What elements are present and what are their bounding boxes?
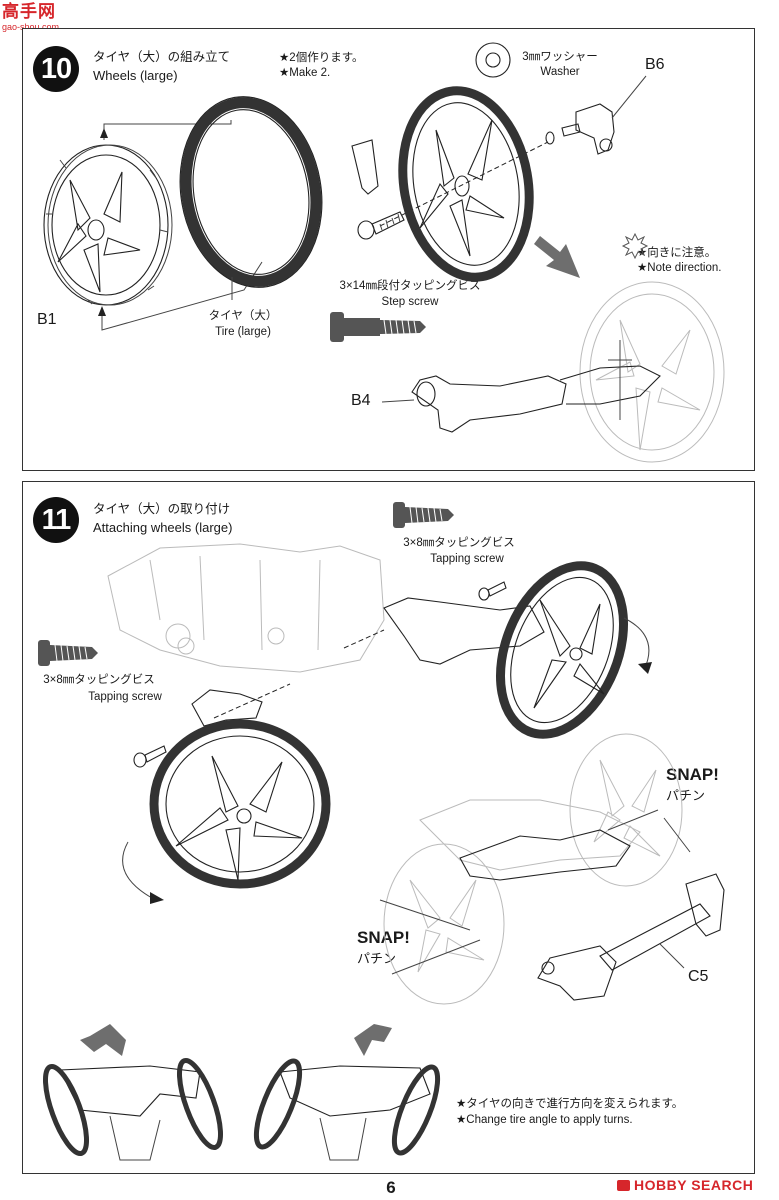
turn-note-jp: ★タイヤの向きで進行方向を変えられます。	[456, 1098, 684, 1110]
hobby-search-logo: HOBBY SEARCH	[617, 1176, 753, 1194]
part-label-c5: C5	[688, 968, 709, 985]
snap1-en: SNAP!	[666, 765, 719, 784]
step10-number-badge: 10	[33, 46, 79, 92]
hobby-search-icon	[617, 1179, 630, 1191]
tire-label-en: Tire (large)	[215, 326, 271, 338]
tire-label-jp: タイヤ（大）	[208, 310, 278, 322]
step10-title-jp: タイヤ（大）の組み立て	[93, 50, 231, 64]
part-label-b4: B4	[351, 392, 371, 409]
step10-note-en: ★Make 2.	[279, 67, 331, 79]
chassis-faded-drawing	[107, 543, 385, 673]
tapping-screw-top-en: Tapping screw	[430, 553, 504, 565]
part-b4-drawing	[411, 340, 661, 433]
tapping-screw-left-en: Tapping screw	[88, 691, 162, 703]
watermark-site-cn: 高手网	[2, 2, 56, 22]
turn-left-diagram	[42, 1024, 224, 1161]
step10-title-en: Wheels (large)	[93, 68, 178, 83]
direction-arrow	[534, 236, 580, 278]
assembly-faded-drawing	[383, 733, 683, 1005]
glue-tube-drawing	[351, 139, 379, 195]
watermark-logo: 高手网 gao-shou.com	[2, 2, 72, 36]
wheel-left-drawing	[149, 719, 331, 889]
caution-star	[621, 232, 649, 260]
part-c5-drawing	[537, 873, 725, 1001]
snap2-en: SNAP!	[357, 928, 410, 947]
watermark-site-url: gao-shou.com	[2, 22, 60, 32]
step10-illustration	[43, 42, 725, 463]
direction-note-en: ★Note direction.	[637, 262, 722, 274]
wheel-right-drawing	[495, 561, 629, 739]
turn-note-en: ★Change tire angle to apply turns.	[456, 1114, 633, 1126]
step11-title-en: Attaching wheels (large)	[93, 520, 233, 535]
hobby-search-brand: HOBBY SEARCH	[634, 1177, 754, 1193]
washer-label-jp: 3㎜ワッシャー	[522, 51, 598, 63]
step-screw-silhouette	[330, 312, 426, 342]
step10-note-jp: ★2個作ります。	[279, 52, 364, 64]
wheel-faded-drawing	[579, 281, 725, 463]
tapping-screw-left-jp: 3×8㎜タッピングビス	[43, 674, 155, 686]
screw-small-left	[133, 745, 167, 768]
turn-right-diagram	[253, 1024, 441, 1161]
tapping-screw-top-silhouette	[393, 502, 454, 528]
part-label-b1: B1	[37, 311, 57, 328]
step11-panel	[22, 481, 755, 1174]
tire-large-drawing	[179, 96, 323, 288]
snap1-jp: パチン	[666, 788, 706, 803]
step11-number-badge: 11	[33, 497, 79, 543]
washer-label-en: Washer	[540, 66, 580, 78]
part-label-b6: B6	[645, 56, 665, 73]
wheel-assembled-drawing	[398, 86, 534, 282]
wheel-b1-drawing	[43, 144, 173, 306]
step-screw-drawing	[357, 211, 405, 240]
page-number: 6	[386, 1178, 396, 1197]
part-b6-drawing	[545, 103, 615, 155]
snap2-jp: パチン	[357, 951, 397, 966]
tapping-screw-left-silhouette	[38, 640, 98, 666]
washer-drawing	[475, 42, 511, 78]
step11-title-jp: タイヤ（大）の取り付け	[93, 502, 231, 516]
step-screw-label-en: Step screw	[381, 296, 439, 308]
step-screw-label-jp: 3×14㎜段付タッピングビス	[339, 280, 481, 292]
tapping-screw-top-jp: 3×8㎜タッピングビス	[403, 537, 515, 549]
direction-note-jp: ★向きに注意。	[637, 247, 717, 259]
screw-small-top	[478, 581, 507, 601]
